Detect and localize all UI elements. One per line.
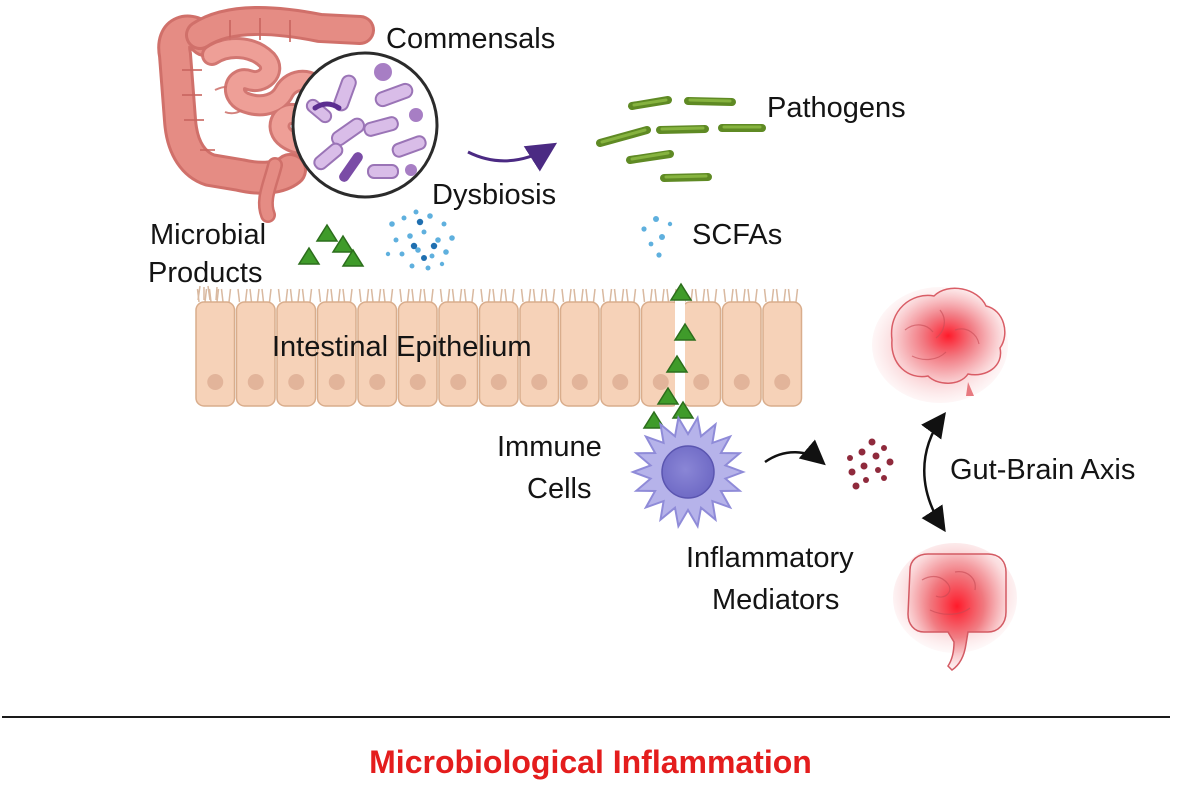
epithelial-cell bbox=[357, 301, 398, 407]
cell-nucleus bbox=[531, 374, 548, 390]
pathogens-icon bbox=[596, 96, 766, 182]
epithelial-gap bbox=[675, 296, 685, 408]
epithelial-cell bbox=[478, 301, 519, 407]
microbial-products-label-line1: Microbial bbox=[150, 219, 267, 251]
cell-nucleus bbox=[450, 374, 467, 390]
epithelial-cell bbox=[721, 301, 762, 407]
inflammatory-mediators-label-line2: Mediators bbox=[712, 584, 840, 616]
intestinal-epithelium-icon bbox=[195, 285, 803, 408]
dysbiosis-dots-icon bbox=[385, 209, 455, 271]
immune-cells-label-line2: Cells bbox=[527, 473, 592, 505]
figure-title: Microbiological Inflammation bbox=[369, 744, 812, 780]
cell-nucleus bbox=[612, 374, 629, 390]
brain-icon bbox=[872, 287, 1008, 403]
epithelial-cell bbox=[438, 301, 479, 407]
epithelial-cell bbox=[195, 301, 236, 407]
intestinal-epithelium-label: Intestinal Epithelium bbox=[272, 331, 532, 363]
inflammatory-mediators-label-line1: Inflammatory bbox=[686, 542, 854, 574]
cell-nucleus bbox=[207, 374, 224, 390]
dysbiosis-arrow bbox=[467, 142, 558, 172]
epithelial-cell bbox=[681, 301, 722, 407]
epithelial-cell bbox=[397, 301, 438, 407]
epithelial-cell bbox=[640, 301, 681, 407]
immune-cell-icon bbox=[630, 414, 746, 530]
cell-nucleus bbox=[369, 374, 386, 390]
epithelial-cell bbox=[600, 301, 641, 407]
divider-line bbox=[2, 716, 1170, 718]
translocation-triangles-icon bbox=[642, 282, 697, 429]
epithelial-cell bbox=[559, 301, 600, 407]
cell-nucleus bbox=[733, 374, 750, 390]
commensals-label: Commensals bbox=[386, 23, 556, 55]
cell-nucleus bbox=[409, 374, 426, 390]
cell-nucleus bbox=[774, 374, 791, 390]
epithelial-cell bbox=[762, 301, 803, 407]
cell-nucleus bbox=[288, 374, 305, 390]
cell-nucleus bbox=[247, 374, 264, 390]
cell-nucleus bbox=[571, 374, 588, 390]
commensals-magnified-icon bbox=[291, 51, 439, 199]
cell-nucleus bbox=[693, 374, 710, 390]
epithelial-cell bbox=[316, 301, 357, 407]
cell-nucleus bbox=[490, 374, 507, 390]
cell-nucleus bbox=[328, 374, 345, 390]
microbial-products-label-line2: Products bbox=[148, 257, 263, 289]
epithelial-cell bbox=[276, 301, 317, 407]
epithelial-cell bbox=[235, 301, 276, 407]
gut-brain-axis-arrow bbox=[921, 411, 946, 533]
pathogens-label: Pathogens bbox=[767, 92, 906, 124]
scfas-label: SCFAs bbox=[692, 219, 783, 251]
immune-to-mediators-arrow bbox=[764, 439, 826, 466]
gut-brain-axis-label: Gut-Brain Axis bbox=[950, 454, 1136, 486]
inflammatory-mediators-icon bbox=[847, 438, 894, 490]
immune-cells-label-line1: Immune bbox=[497, 431, 602, 463]
epithelial-cell bbox=[519, 301, 560, 407]
intestine-icon bbox=[157, 6, 375, 223]
inflamed-intestine-icon bbox=[893, 543, 1017, 671]
microbial-products-icon bbox=[297, 223, 365, 267]
dysbiosis-label: Dysbiosis bbox=[432, 179, 557, 211]
cell-nucleus bbox=[652, 374, 669, 390]
scfa-dots-icon bbox=[641, 216, 673, 258]
